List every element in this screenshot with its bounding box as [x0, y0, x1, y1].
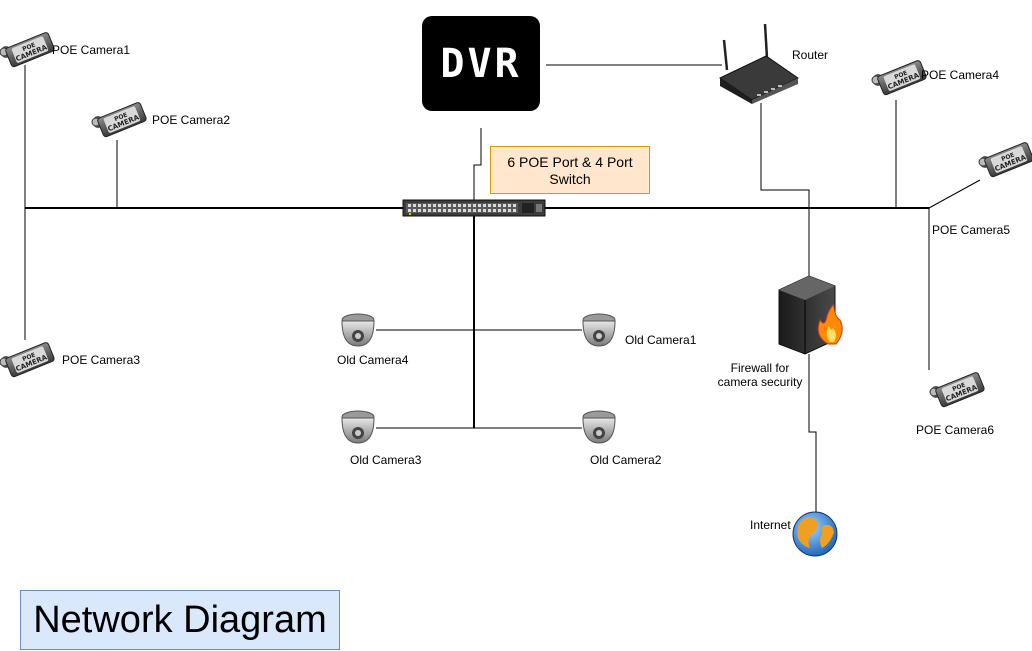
switch-note: 6 POE Port & 4 Port Switch [490, 146, 650, 194]
dome-camera-icon [582, 410, 616, 444]
link-poe-camera5 [928, 179, 981, 209]
dvr-label: DVR [440, 40, 522, 87]
firewall-label: Firewall for camera security [712, 361, 808, 389]
poe-camera-icon [91, 101, 148, 139]
dome-camera-icon [582, 313, 616, 347]
internet-globe-icon [792, 511, 838, 557]
old-camera1-label: Old Camera1 [625, 333, 697, 347]
internet-label: Internet [750, 518, 791, 532]
link-dvr-switch [473, 128, 482, 200]
old-camera2-label: Old Camera2 [590, 453, 662, 467]
poe-camera5-label: POE Camera5 [932, 223, 1011, 237]
link-router-firewall [760, 103, 810, 278]
poe-camera3-label: POE Camera3 [62, 353, 141, 367]
firewall-icon [778, 275, 843, 355]
router-icon [719, 23, 799, 104]
dome-camera-icon [341, 313, 375, 347]
router-label: Router [792, 48, 829, 62]
poe-camera-icon [929, 371, 986, 409]
poe-camera6-label: POE Camera6 [916, 423, 995, 437]
connection-lines [24, 64, 981, 512]
diagram-title: Network Diagram [20, 590, 340, 650]
poe-camera4-label: POE Camera4 [921, 68, 1000, 82]
network-switch-icon [402, 199, 546, 217]
dome-camera-icon [341, 410, 375, 444]
firewall-label-line2: camera security [717, 375, 803, 389]
poe-camera-icon [871, 59, 928, 97]
poe-camera-icon [0, 31, 56, 69]
link-firewall-internet [808, 354, 817, 512]
poe-camera-icon [0, 341, 56, 379]
poe-camera2-label: POE Camera2 [152, 113, 231, 127]
old-camera4-label: Old Camera4 [337, 353, 409, 367]
poe-camera-icon [978, 141, 1032, 179]
poe-camera1-label: POE Camera1 [52, 43, 131, 57]
old-camera3-label: Old Camera3 [350, 453, 422, 467]
firewall-label-line1: Firewall for [730, 361, 790, 375]
dvr-node: DVR [422, 16, 540, 111]
